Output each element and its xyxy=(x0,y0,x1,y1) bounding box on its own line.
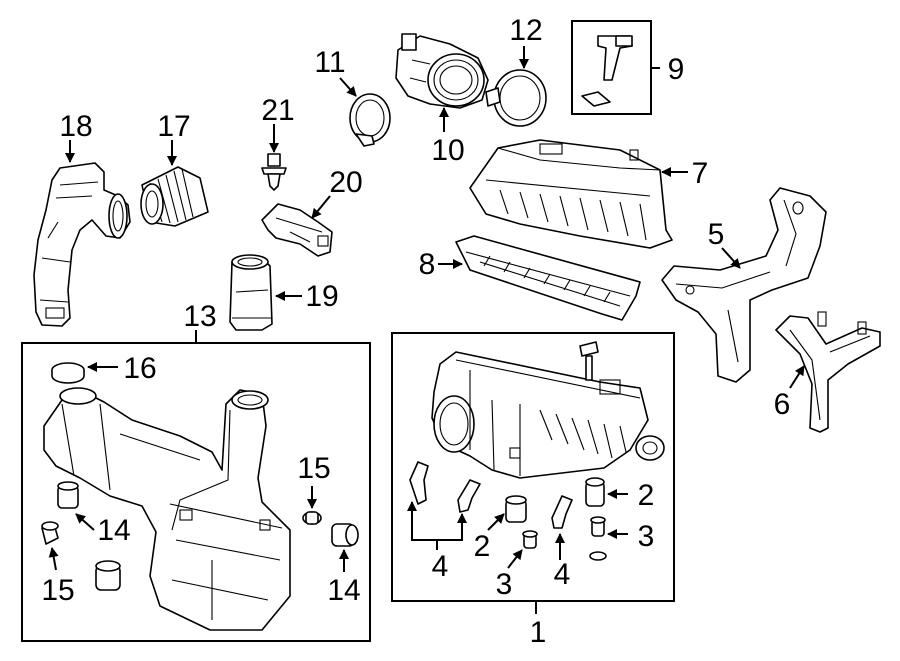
part-8-air-filter[interactable] xyxy=(455,235,641,321)
callout-20: 20 xyxy=(329,166,362,199)
part-14-mount-left[interactable] xyxy=(57,481,79,509)
part-20-bracket[interactable] xyxy=(261,203,333,257)
part-17-bellows-hose[interactable] xyxy=(140,166,209,227)
callout-8: 8 xyxy=(419,248,436,281)
callout-14-right: 14 xyxy=(327,574,360,607)
part-7-air-cleaner-cover[interactable] xyxy=(469,139,673,249)
callout-17: 17 xyxy=(157,110,190,143)
part-4-clip-middle[interactable] xyxy=(457,479,481,513)
callout-9: 9 xyxy=(668,53,685,86)
callout-4-left: 4 xyxy=(432,550,449,583)
part-4-clip-left[interactable] xyxy=(409,461,429,505)
callout-6: 6 xyxy=(774,388,791,421)
callout-15-left: 15 xyxy=(41,574,74,607)
callout-4-right: 4 xyxy=(554,558,571,591)
callout-18: 18 xyxy=(59,110,92,143)
part-9-sensor[interactable] xyxy=(581,35,633,107)
callout-13: 13 xyxy=(183,300,216,333)
part-15-bolt-left[interactable] xyxy=(41,521,59,545)
part-3-collar-center[interactable] xyxy=(522,530,538,549)
callout-7: 7 xyxy=(692,157,709,190)
part-1-air-cleaner-case[interactable] xyxy=(431,351,649,479)
air-cleaner-group-box xyxy=(391,332,675,602)
part-18-intake-duct[interactable] xyxy=(33,162,131,327)
part-15-bolt-right[interactable] xyxy=(302,511,322,525)
callout-10: 10 xyxy=(431,134,464,167)
case-grommet[interactable] xyxy=(635,435,665,461)
part-21-clip[interactable] xyxy=(261,153,287,191)
part-5-bracket[interactable] xyxy=(661,187,827,383)
callout-2-center: 2 xyxy=(474,530,491,563)
part-6-support-stay[interactable] xyxy=(775,311,881,433)
part-3-collar-right[interactable] xyxy=(589,516,607,561)
case-bolt[interactable] xyxy=(579,341,599,381)
callout-11: 11 xyxy=(314,46,345,79)
part-2-mount-center[interactable] xyxy=(505,495,527,523)
leader-lines xyxy=(48,46,805,614)
callout-1: 1 xyxy=(530,616,547,649)
callout-21: 21 xyxy=(261,94,294,127)
part-16-cap[interactable] xyxy=(51,362,85,384)
part-13-resonator[interactable] xyxy=(43,387,291,631)
callout-3-center: 3 xyxy=(496,568,513,601)
callout-12: 12 xyxy=(509,14,542,47)
callout-14-left: 14 xyxy=(97,514,130,547)
part-19-snorkel[interactable] xyxy=(229,254,273,331)
part-10-throttle-body[interactable] xyxy=(395,33,489,109)
part-11-hose-clamp[interactable] xyxy=(349,93,391,147)
part-12-hose-clamp[interactable] xyxy=(485,69,547,127)
callout-3-right: 3 xyxy=(638,520,655,553)
part-14-mount-right[interactable] xyxy=(331,523,359,547)
callout-5: 5 xyxy=(708,218,725,251)
rubber-bushing[interactable] xyxy=(95,560,121,591)
callout-16: 16 xyxy=(123,352,156,385)
callout-2-right: 2 xyxy=(638,479,655,512)
callout-15-right: 15 xyxy=(297,452,330,485)
callout-19: 19 xyxy=(305,280,338,313)
part-2-mount-right[interactable] xyxy=(585,477,605,507)
part-4-clip-right[interactable] xyxy=(551,495,573,529)
callout-labels: 18 17 21 20 19 11 10 12 9 7 8 5 6 13 16 … xyxy=(41,14,790,649)
